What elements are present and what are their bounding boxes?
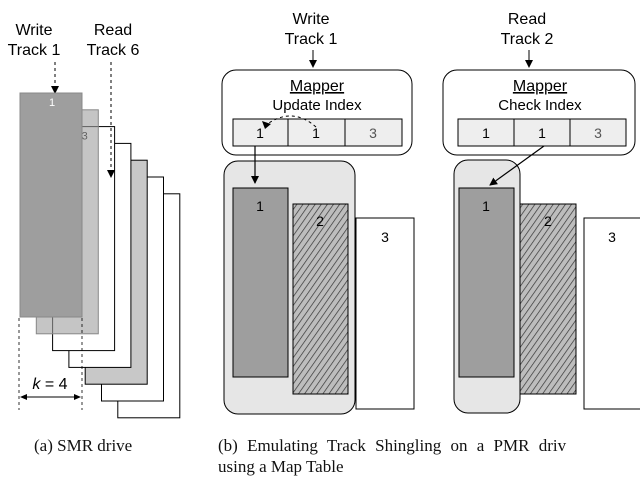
index-cell-3 (344, 118, 403, 147)
pmr-track-3-label: 3 (608, 229, 616, 245)
k-label: k = 4 (32, 376, 67, 393)
index-value-1: 1 (482, 125, 490, 141)
mapper-title: Mapper (290, 78, 345, 95)
write-op-label-line2: Track 1 (285, 31, 338, 48)
k-label-var: k (32, 376, 41, 393)
index-value-2: 1 (538, 125, 546, 141)
write-label-line1: Write (15, 22, 52, 39)
index-cell-2 (513, 118, 571, 147)
caption-b-line1: (b) Emulating Track Shingling on a PMR d… (218, 436, 567, 455)
k-arrowhead-left (20, 394, 27, 400)
pmr-track-1 (458, 187, 515, 378)
index-value-3: 3 (369, 125, 377, 141)
k-arrowhead-right (74, 394, 81, 400)
pmr-track-2-label: 2 (316, 213, 324, 229)
pmr-track-2 (292, 203, 349, 395)
update-index-arrow (265, 115, 317, 128)
smr-track-1 (19, 92, 83, 318)
mapper-subtitle: Update Index (272, 97, 362, 114)
read-arrowhead (107, 170, 115, 178)
pmr-track-3 (583, 217, 640, 410)
k-label-rest: = 4 (40, 376, 67, 393)
mapper-title: Mapper (513, 78, 568, 95)
pmr-track-2-label: 2 (544, 213, 552, 229)
index-table: 1 1 3 (457, 118, 627, 147)
pmr-track-1-label: 1 (256, 198, 264, 214)
pmr-track-3 (355, 217, 415, 410)
write-arrowhead (51, 86, 59, 94)
update-index-arrowhead (262, 121, 271, 129)
index-value-3: 3 (594, 125, 602, 141)
write-op-label-line1: Write (292, 11, 329, 28)
pmr-track-2 (519, 203, 577, 395)
index-cell-3 (569, 118, 627, 147)
map-pointer-arrow (489, 145, 545, 186)
panel-b-left: Write Track 1 Mapper Update Index 1 1 3 … (221, 11, 415, 415)
index-value-1: 1 (256, 125, 264, 141)
read-op-label-line2: Track 2 (501, 31, 554, 48)
pmr-track-1 (232, 187, 289, 378)
panel-a: Write Track 1 Read Track 6 7654321 k = 4 (8, 22, 181, 419)
panel-b-right: Read Track 2 Mapper Check Index 1 1 3 1 … (442, 11, 640, 414)
index-table: 1 1 3 (232, 118, 403, 147)
smr-track-label-1: 1 (49, 97, 55, 109)
index-cell-1 (232, 118, 289, 147)
index-value-2: 1 (312, 125, 320, 141)
pmr-track-3-label: 3 (381, 229, 389, 245)
mapper-subtitle: Check Index (498, 97, 582, 114)
shingled-track-stack: 7654321 (19, 92, 181, 419)
read-label-line2: Track 6 (87, 42, 140, 59)
caption-b-line2: using a Map Table (218, 457, 344, 476)
read-op-label-line1: Read (508, 11, 546, 28)
pmr-track-1-label: 1 (482, 198, 490, 214)
index-cell-2 (287, 118, 346, 147)
write-label-line2: Track 1 (8, 42, 61, 59)
caption-a: (a) SMR drive (34, 436, 133, 455)
read-label-line1: Read (94, 22, 132, 39)
index-cell-1 (457, 118, 515, 147)
